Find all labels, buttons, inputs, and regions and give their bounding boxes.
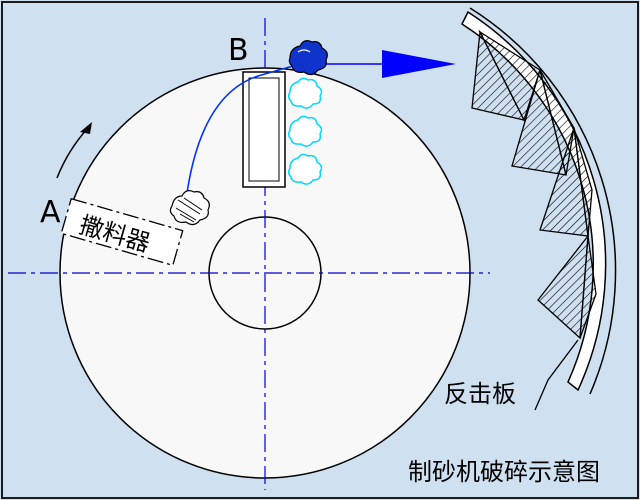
ejection-arrowhead xyxy=(382,50,456,78)
label-b: B xyxy=(228,33,249,68)
impact-plate-outer-arc xyxy=(469,7,617,395)
impeller-channel-inner xyxy=(248,77,280,182)
particle-cloud-1 xyxy=(287,77,323,109)
impact-plate-teeth xyxy=(471,29,597,340)
particle-at-distributor xyxy=(169,190,210,226)
diagram-caption: 制砂机破碎示意图 xyxy=(408,458,600,486)
rotation-arrowhead xyxy=(80,122,92,134)
particle-cloud-2 xyxy=(287,115,323,147)
particle-cloud-3 xyxy=(287,153,323,185)
label-a: A xyxy=(40,195,61,230)
impact-plate-leader xyxy=(534,339,579,411)
label-impact-plate: 反击板 xyxy=(444,380,516,408)
particle-ejected xyxy=(288,40,328,76)
particle-trajectory xyxy=(185,63,301,201)
